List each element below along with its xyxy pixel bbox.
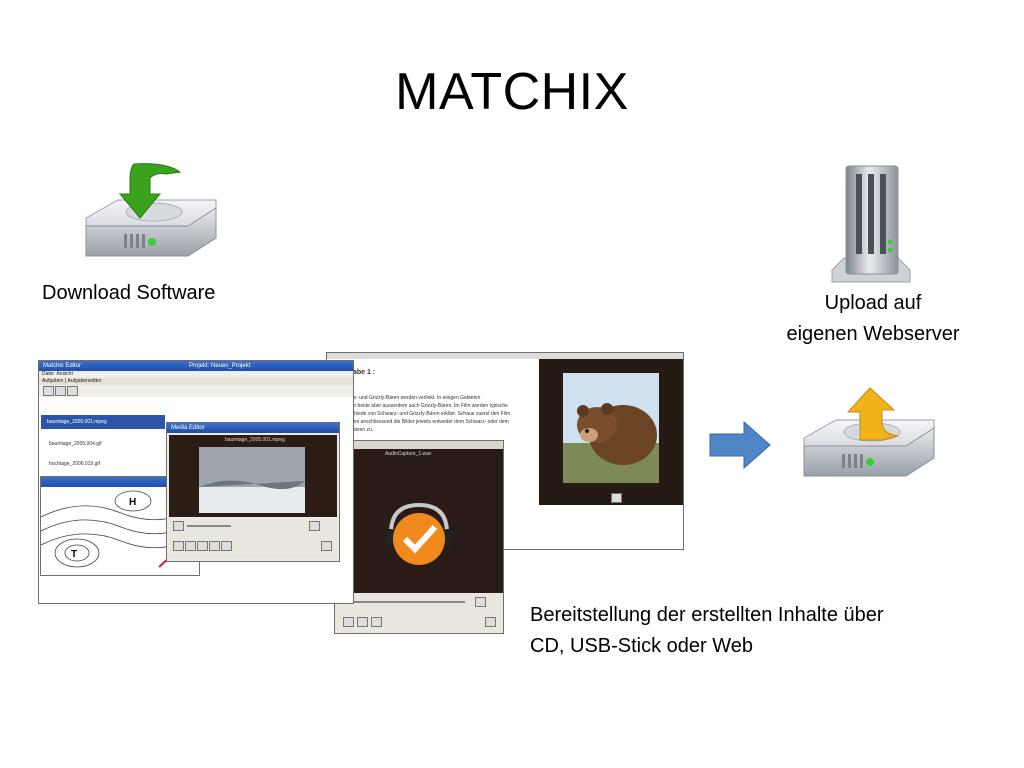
audio-volume-button[interactable] <box>475 597 486 607</box>
upload-drive-icon <box>803 387 935 477</box>
download-drive-icon <box>85 163 217 257</box>
video-frame <box>199 447 305 513</box>
doc-line: Grizzlybären zu. <box>337 427 374 433</box>
file-name[interactable]: baumtage_2005.004.gif <box>49 441 102 447</box>
editor-tabs: Aufgaben | Aufgabeneditor <box>39 378 353 385</box>
bear-image <box>563 373 659 483</box>
editor-project: Projekt: Neues_Projekt <box>189 363 251 369</box>
media-tool-button[interactable] <box>185 541 196 551</box>
right-arrow-icon <box>709 420 771 470</box>
slide-title: MATCHIX <box>395 63 629 121</box>
audio-stop-button[interactable] <box>357 617 368 627</box>
svg-text:T: T <box>71 549 77 560</box>
doc-line: an. Ordne anschliessend die Bilder jewei… <box>337 419 509 425</box>
file-name[interactable]: hochtage_2006.019.gif <box>49 461 100 467</box>
audio-controls <box>335 593 503 633</box>
editor-menu: Datei Ansicht <box>39 371 353 378</box>
media-file-name: baumtage_2005.001.mpeg <box>225 437 285 443</box>
upload-webserver-label: Upload auf eigenen Webserver <box>760 288 986 350</box>
media-editor-window: Media Editor baumtage_2005.001.mpeg <box>166 422 340 562</box>
tab-aufgaben[interactable]: Aufgaben <box>42 378 64 384</box>
media-tool-button[interactable] <box>221 541 232 551</box>
doc-line: kommen beide aber ausserdem auch Grizzly… <box>337 403 508 409</box>
toolbar-button[interactable] <box>43 386 54 396</box>
file-row-selected[interactable]: baumtage_2005.001.mpeg <box>41 415 165 429</box>
image-button[interactable] <box>611 493 622 503</box>
file-name: baumtage_2005.001.mpeg <box>47 419 107 425</box>
media-controls <box>169 519 337 559</box>
editor-title: Matchix Editor <box>43 363 82 369</box>
media-preview: baumtage_2005.001.mpeg <box>169 435 337 517</box>
download-software-label: Download Software <box>42 282 216 304</box>
audio-file-name: AudioCapture_1.wav <box>385 451 432 457</box>
audio-tool-button[interactable] <box>371 617 382 627</box>
doc-line: Schwarz- und Grizzly-Bären werden verlin… <box>337 395 481 401</box>
bereitstellung-line1: Bereitstellung der erstellten Inhalte üb… <box>530 604 884 626</box>
toolbar-button[interactable] <box>55 386 66 396</box>
bereitstellung-line2: CD, USB-Stick oder Web <box>530 635 754 657</box>
audio-player-window: Editor AudioCapture_1.wav <box>334 440 504 634</box>
software-screenshot-collage: Aufgabe 1 : ren Schwarz- und Grizzly-Bär… <box>38 348 686 634</box>
image-frame <box>539 359 683 505</box>
audio-close-button[interactable] <box>485 617 496 627</box>
media-seek-bar[interactable] <box>187 525 231 527</box>
audio-icon <box>385 502 453 565</box>
audio-seek-bar[interactable] <box>345 601 465 603</box>
media-play-button[interactable] <box>173 521 184 531</box>
editor-toolbar <box>39 385 353 397</box>
svg-text:H: H <box>129 497 136 508</box>
server-tower-icon <box>831 165 911 283</box>
tab-aufgabeneditor[interactable]: Aufgabeneditor <box>67 378 102 384</box>
upload-label-line1: Upload auf <box>824 292 922 314</box>
doc-line: Unterschiede von Schwarz- und Grizzly-Bä… <box>337 411 511 417</box>
toolbar-button[interactable] <box>67 386 78 396</box>
media-tool-button[interactable] <box>209 541 220 551</box>
doc-heading: Aufgabe 1 : <box>337 369 376 376</box>
bereitstellung-label: Bereitstellung der erstellten Inhalte üb… <box>530 600 970 662</box>
upload-label-line2: eigenen Webserver <box>786 323 960 345</box>
media-tool-button[interactable] <box>173 541 184 551</box>
media-tool-button[interactable] <box>197 541 208 551</box>
media-volume-button[interactable] <box>309 521 320 531</box>
media-close-button[interactable] <box>321 541 332 551</box>
media-editor-title: Media Editor <box>167 423 339 433</box>
audio-play-button[interactable] <box>343 617 354 627</box>
